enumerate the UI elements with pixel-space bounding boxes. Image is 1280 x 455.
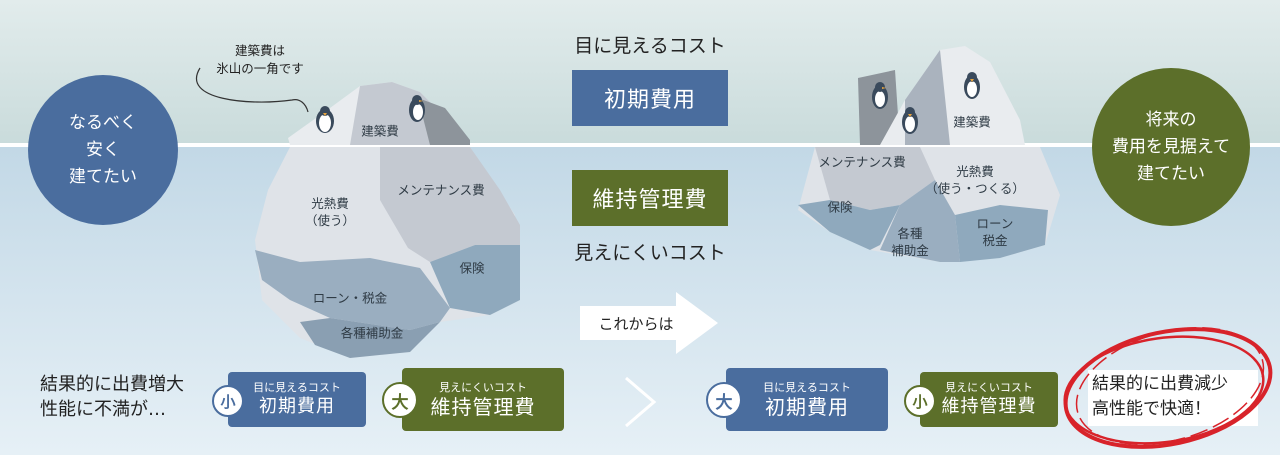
right-box1-title: 初期費用 [765, 394, 849, 419]
left-box1-caption: 目に見えるコスト [253, 380, 341, 394]
right-label-loan-tax: ローン 税金 [976, 216, 1014, 248]
right-iceberg-maintenance-zone [815, 147, 935, 210]
arrow-label: これからは [598, 315, 674, 333]
left-iceberg-rock [418, 98, 470, 145]
left-label-utility: 光熱費 （使う） [304, 196, 356, 228]
right-label-maintenance: メンテナンス費 [818, 154, 906, 170]
penguin-icon [872, 82, 888, 109]
penguin-icon [902, 107, 918, 134]
left-label-construction: 建築費 [361, 123, 399, 139]
penguin-icon [409, 95, 425, 122]
red-circle-highlight [1063, 326, 1273, 449]
left-label-loan-tax: ローン・税金 [312, 290, 388, 306]
left-box2-title: 維持管理費 [430, 394, 536, 419]
left-label-maintenance: メンテナンス費 [397, 182, 485, 198]
right-arrow-icon [580, 292, 718, 354]
penguin-icon [964, 72, 980, 99]
left-box2-caption: 見えにくいコスト [439, 380, 527, 394]
left-iceberg-maintenance-zone [380, 147, 520, 262]
left-label-subsidies: 各種補助金 [340, 325, 404, 341]
right-iceberg-insurance-zone [798, 200, 900, 250]
left-iceberg-subsidy-zone [300, 318, 440, 358]
waterline [0, 143, 1280, 147]
left-iceberg [255, 82, 520, 358]
right-iceberg-subsidy-zone [880, 180, 960, 262]
speech-bubble-text: 建築費は 氷山の一角です [216, 43, 304, 76]
visible-cost-heading: 目に見えるコスト [574, 35, 726, 57]
left-initial-cost-box: 目に見えるコスト 初期費用 [228, 372, 366, 427]
hidden-cost-heading: 見えにくいコスト [574, 242, 726, 264]
left-label-insurance: 保険 [459, 260, 485, 276]
right-label-utility: 光熱費 （使う・つくる） [925, 164, 1025, 196]
right-iceberg-loan-zone [955, 205, 1048, 262]
left-small-badge: 小 [212, 385, 244, 417]
greater-than-icon [625, 376, 657, 428]
right-label-subsidies: 各種 補助金 [891, 226, 929, 258]
right-result-text: 結果的に出費減少 高性能で快適！ [1092, 374, 1228, 419]
right-label-insurance: 保険 [827, 199, 853, 215]
left-goal-circle: なるべく 安く 建てたい [28, 75, 178, 225]
speech-bubble-outline [196, 67, 309, 113]
right-small-badge: 小 [904, 385, 936, 417]
initial-cost-pill: 初期費用 [572, 70, 728, 126]
left-iceberg-loan-zone [255, 250, 450, 330]
penguin-icon [316, 106, 334, 133]
right-goal-circle: 将来の 費用を見据えて 建てたい [1092, 68, 1250, 226]
right-box2-title: 維持管理費 [941, 395, 1037, 417]
right-maintenance-cost-box: 見えにくいコスト 維持管理費 [920, 372, 1058, 427]
left-big-badge: 大 [382, 382, 418, 418]
right-box2-caption: 見えにくいコスト [945, 380, 1033, 394]
left-iceberg-insurance-zone [430, 245, 520, 315]
left-result-text: 結果的に出費増大 性能に不満が… [40, 374, 184, 420]
right-big-badge: 大 [706, 382, 742, 418]
right-result-highlight [1088, 370, 1258, 426]
left-box1-title: 初期費用 [259, 395, 335, 417]
right-label-construction: 建築費 [953, 114, 991, 130]
left-maintenance-cost-box: 見えにくいコスト 維持管理費 [402, 368, 564, 431]
right-box1-caption: 目に見えるコスト [763, 380, 851, 394]
right-initial-cost-box: 目に見えるコスト 初期費用 [726, 368, 888, 431]
maintenance-cost-pill: 維持管理費 [572, 170, 728, 226]
